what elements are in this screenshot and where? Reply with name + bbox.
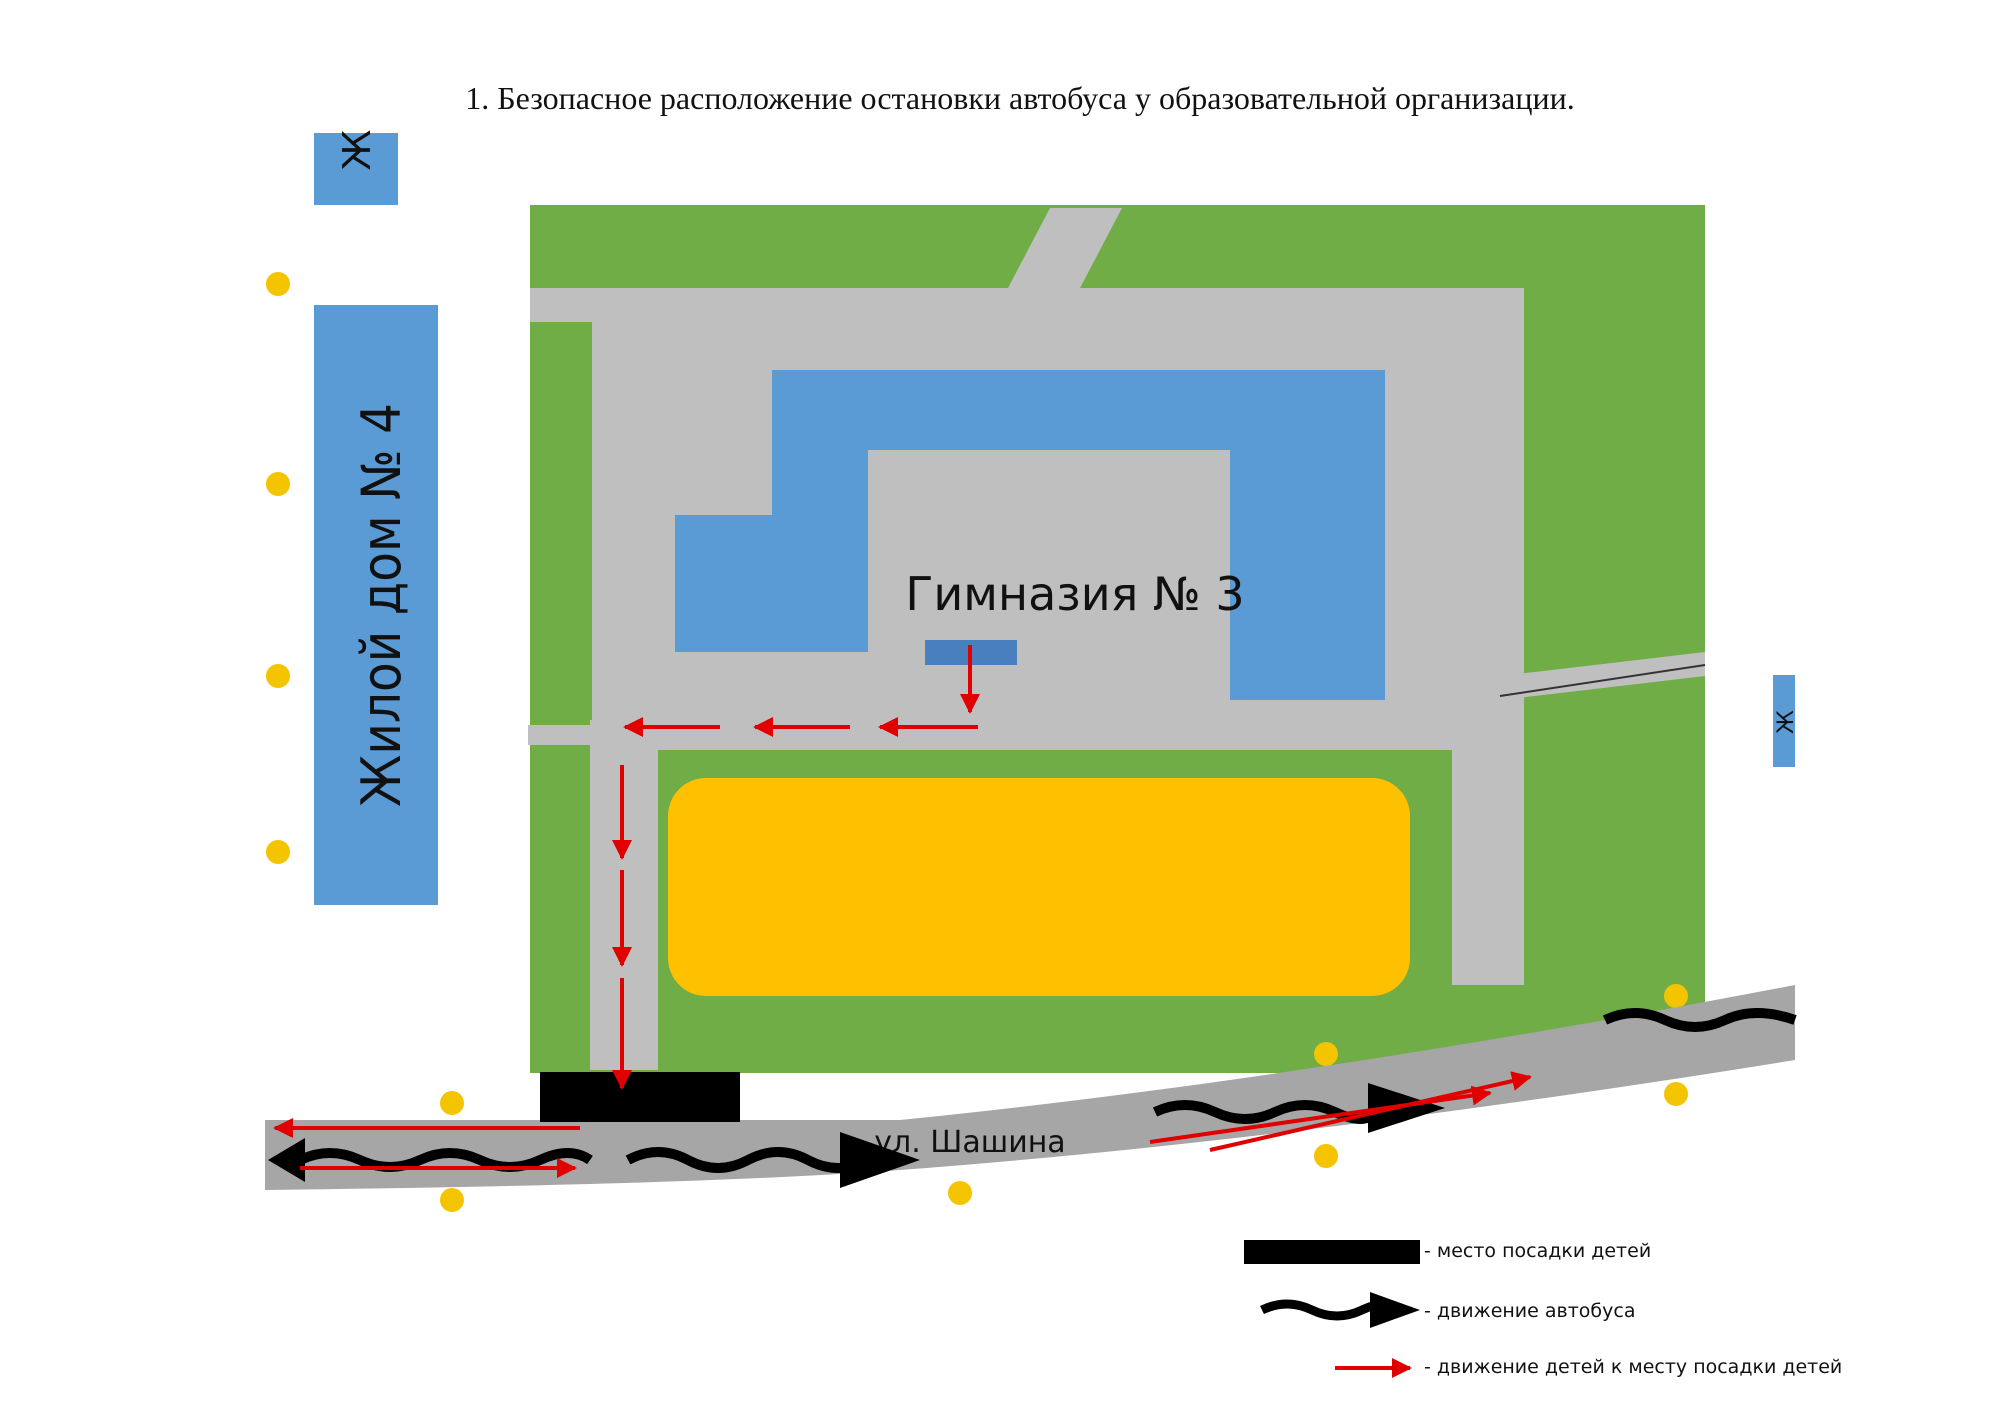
bus-wave — [625, 1147, 871, 1173]
marker — [1314, 1144, 1338, 1168]
legend-boarding-swatch — [1244, 1240, 1420, 1264]
markers — [266, 272, 1688, 1212]
sports-field — [668, 778, 1410, 996]
west-lawn-lower — [530, 745, 590, 1071]
legend-bus-arrowhead — [1370, 1292, 1420, 1328]
right-house — [1773, 675, 1795, 767]
bus-wave — [1602, 1008, 1797, 1032]
children-arrow — [1149, 1085, 1492, 1144]
marker — [440, 1091, 464, 1115]
top-house-label: Ж — [335, 129, 379, 170]
street-label: ул. Шашина — [874, 1125, 1065, 1160]
boarding-place — [540, 1072, 740, 1122]
building-courtyard — [970, 450, 1230, 565]
house-label: Жилой дом № 4 — [350, 403, 413, 807]
legend-bus-label: - движение автобуса — [1424, 1300, 1636, 1322]
school-label: Гимназия № 3 — [905, 567, 1244, 621]
children-arrow — [1209, 1071, 1532, 1152]
page-title: 1. Безопасное расположение остановки авт… — [465, 80, 1575, 116]
street-road — [265, 985, 1795, 1190]
legend-boarding-label: - место посадки детей — [1424, 1240, 1652, 1262]
marker — [948, 1181, 972, 1205]
marker — [1664, 984, 1688, 1008]
marker — [266, 272, 290, 296]
top-house — [314, 133, 398, 205]
bus-arrowhead — [840, 1132, 920, 1188]
north-entrance-path — [1008, 208, 1122, 288]
residential-house-4 — [314, 305, 438, 905]
marker — [266, 472, 290, 496]
marker — [1314, 1042, 1338, 1066]
children-movement — [273, 645, 1532, 1178]
bus-arrowheads — [268, 1083, 1445, 1188]
right-house-label: Ж — [1774, 710, 1799, 734]
west-lawn — [530, 322, 592, 720]
marker — [266, 664, 290, 688]
marker — [1664, 1082, 1688, 1106]
legend-children-label: - движение детей к месту посадки детей — [1424, 1356, 1843, 1378]
bus-arrowhead — [268, 1138, 305, 1182]
boundary-line — [1499, 664, 1706, 697]
marker — [266, 840, 290, 864]
bus-arrowhead — [1368, 1083, 1445, 1133]
bus-movement — [297, 1008, 1797, 1173]
bus-wave — [297, 1148, 593, 1172]
west-crosswalk-path — [528, 725, 600, 745]
marker — [440, 1188, 464, 1212]
